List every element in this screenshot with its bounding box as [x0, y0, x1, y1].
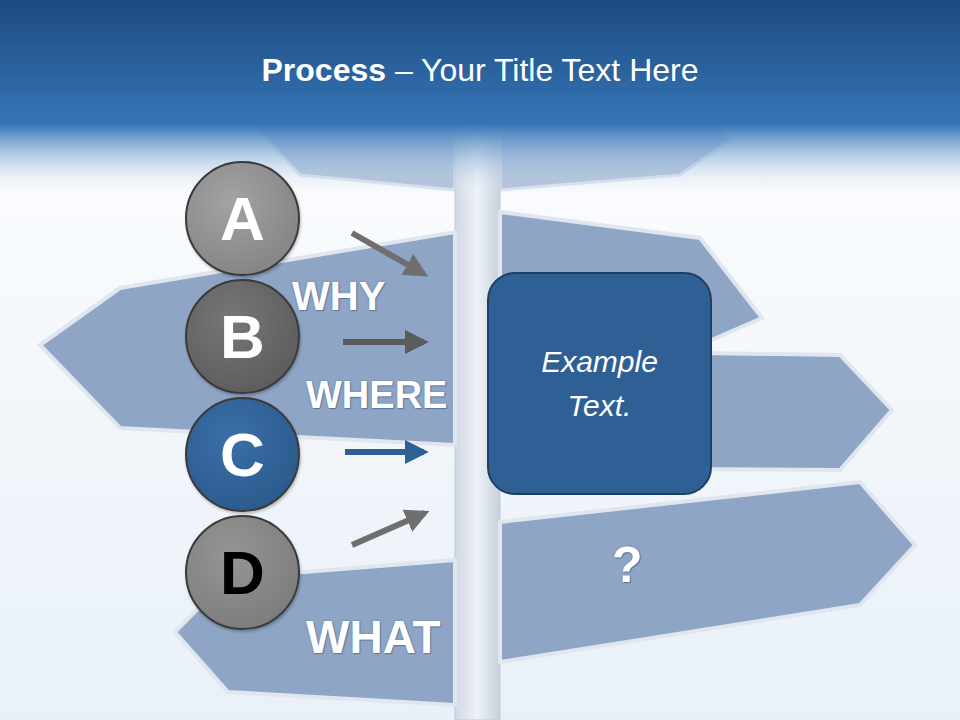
step-circle: C	[185, 397, 300, 512]
box-text: Example Text.	[525, 340, 675, 427]
text-box: Example Text.	[487, 272, 712, 495]
sign-word: WHY	[292, 276, 385, 316]
pointer-arrow	[343, 339, 424, 345]
step-letter: B	[220, 306, 265, 368]
sign-board	[500, 482, 915, 662]
step-letter: A	[220, 188, 265, 250]
title-rest: – Your Title Text Here	[386, 52, 698, 88]
step-circle: A	[185, 161, 300, 276]
sign-word: ?	[612, 540, 643, 590]
title-keyword: Process	[261, 52, 386, 88]
sign-word: WHERE	[306, 376, 447, 414]
step-circle: D	[185, 515, 300, 630]
pointer-arrow	[345, 449, 424, 455]
step-letter: D	[220, 542, 265, 604]
pointer-arrow	[352, 513, 425, 545]
slide-title: Process – Your Title Text Here	[0, 52, 960, 89]
step-letter: C	[220, 424, 265, 486]
step-circle: B	[185, 279, 300, 394]
sign-word: WHAT	[306, 614, 441, 660]
header-band	[0, 0, 960, 200]
pointer-arrow	[352, 233, 424, 274]
